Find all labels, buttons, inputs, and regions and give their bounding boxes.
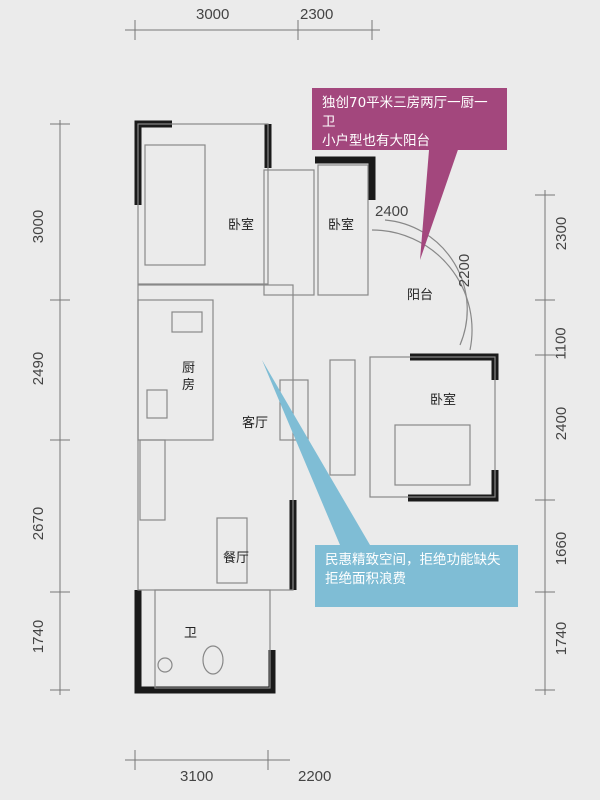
room-dining: 餐厅: [223, 551, 250, 566]
callout-pointer-bottom: [262, 360, 370, 545]
callout-bottom: 民惠精致空间，拒绝功能缺失 拒绝面积浪费: [315, 545, 518, 607]
callout-top-line1: 独创70平米三房两厅一厨一卫: [322, 95, 488, 130]
room-bedroom-2: 卧室: [328, 218, 355, 233]
callout-pointer-top: [420, 138, 462, 260]
callout-bottom-line1: 民惠精致空间，拒绝功能缺失: [325, 552, 501, 568]
dim-right-5: 1740: [553, 621, 571, 656]
dim-top-1: 3000: [196, 6, 230, 23]
dim-bottom-2: 2200: [298, 768, 332, 785]
dim-right-4: 1660: [553, 531, 571, 566]
room-bedroom-3: 卧室: [430, 393, 457, 408]
callout-top-line2: 小户型也有大阳台: [322, 133, 430, 149]
dim-top-2: 2300: [300, 6, 334, 23]
dim-right-2: 1100: [552, 327, 570, 360]
room-kitchen: 厨房: [182, 361, 196, 393]
callout-top: 独创70平米三房两厅一厨一卫 小户型也有大阳台: [312, 88, 507, 150]
dim-left-2: 2490: [30, 351, 48, 386]
dim-left-3: 2670: [30, 506, 48, 541]
dim-right-3: 2400: [553, 406, 571, 441]
dimension-lines: [50, 20, 555, 770]
dim-inner-balcony-width: 2400: [375, 203, 409, 220]
room-living: 客厅: [242, 416, 269, 431]
dim-left-4: 1740: [30, 619, 48, 654]
room-bedroom-1: 卧室: [228, 218, 255, 233]
dim-bottom-1: 3100: [180, 768, 214, 785]
interior-lines: [137, 123, 496, 689]
dim-left-1: 3000: [30, 209, 48, 244]
room-bathroom: 卫: [184, 626, 198, 641]
callout-bottom-line2: 拒绝面积浪费: [325, 571, 406, 587]
dim-inner-balcony-height: 2200: [456, 253, 474, 288]
room-balcony: 阳台: [407, 288, 434, 303]
dim-right-1: 2300: [553, 216, 571, 251]
